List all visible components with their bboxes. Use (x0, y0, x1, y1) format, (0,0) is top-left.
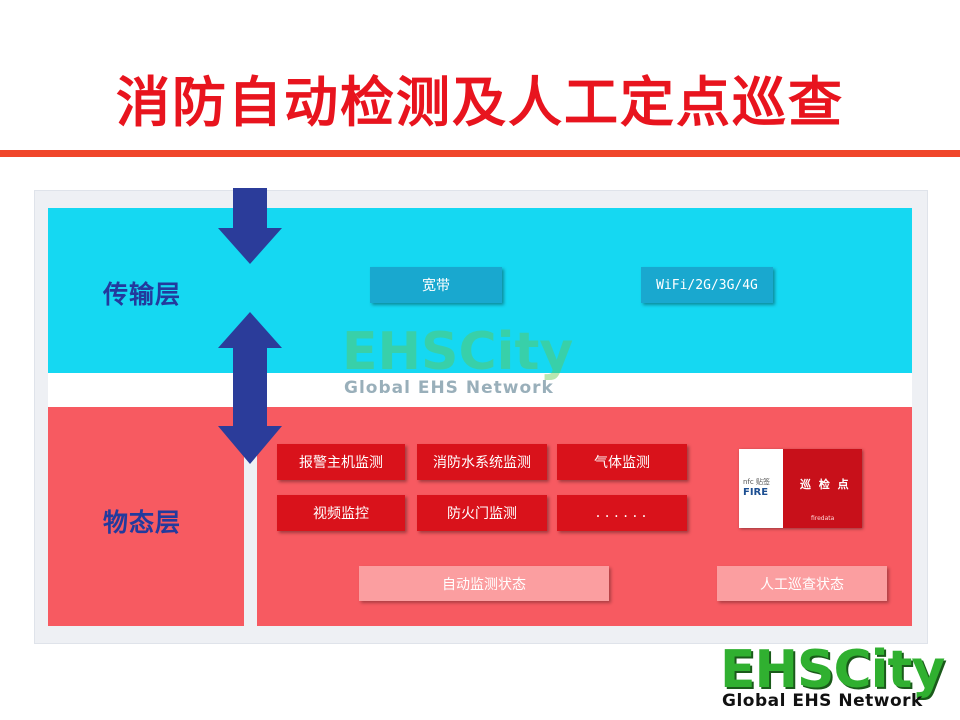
manual-inspection-state-box: 人工巡查状态 (717, 566, 887, 601)
wireless-box: WiFi/2G/3G/4G (641, 267, 773, 303)
more-monitoring-box: ...... (557, 495, 687, 531)
card-brand: FIRE (743, 487, 769, 498)
title-divider (0, 150, 960, 157)
ehscity-logo: EHSCity (720, 640, 945, 700)
layer-gap (48, 373, 912, 407)
down-arrow (218, 188, 282, 264)
data-flow-arrows (218, 188, 282, 464)
physical-layer-label-panel (48, 407, 244, 626)
card-left-panel: nfc 贴签 FIRE (739, 449, 783, 528)
transport-layer-label: 传输层 (103, 280, 182, 309)
card-right-panel: 巡 检 点 firedata (783, 449, 862, 528)
card-footer: firedata (811, 515, 835, 522)
card-inspection-label: 巡 检 点 (800, 478, 851, 491)
card-tag-text: nfc 贴签 (743, 478, 770, 486)
ehscity-tagline: Global EHS Network (722, 691, 923, 711)
water-system-monitoring-box: 消防水系统监测 (417, 444, 547, 480)
inspection-point-card: nfc 贴签 FIRE 巡 检 点 firedata (739, 449, 862, 528)
page-title: 消防自动检测及人工定点巡查 (116, 71, 844, 134)
physical-layer-label: 物态层 (103, 508, 182, 537)
gas-monitoring-box: 气体监测 (557, 444, 687, 480)
watermark-brand: EHSCity (342, 322, 574, 382)
double-arrow (218, 312, 282, 464)
broadband-box: 宽带 (370, 267, 502, 303)
watermark-tagline: Global EHS Network (344, 378, 554, 398)
auto-monitoring-state-box: 自动监测状态 (359, 566, 609, 601)
video-monitoring-box: 视频监控 (277, 495, 405, 531)
fire-door-monitoring-box: 防火门监测 (417, 495, 547, 531)
alarm-host-monitoring-box: 报警主机监测 (277, 444, 405, 480)
